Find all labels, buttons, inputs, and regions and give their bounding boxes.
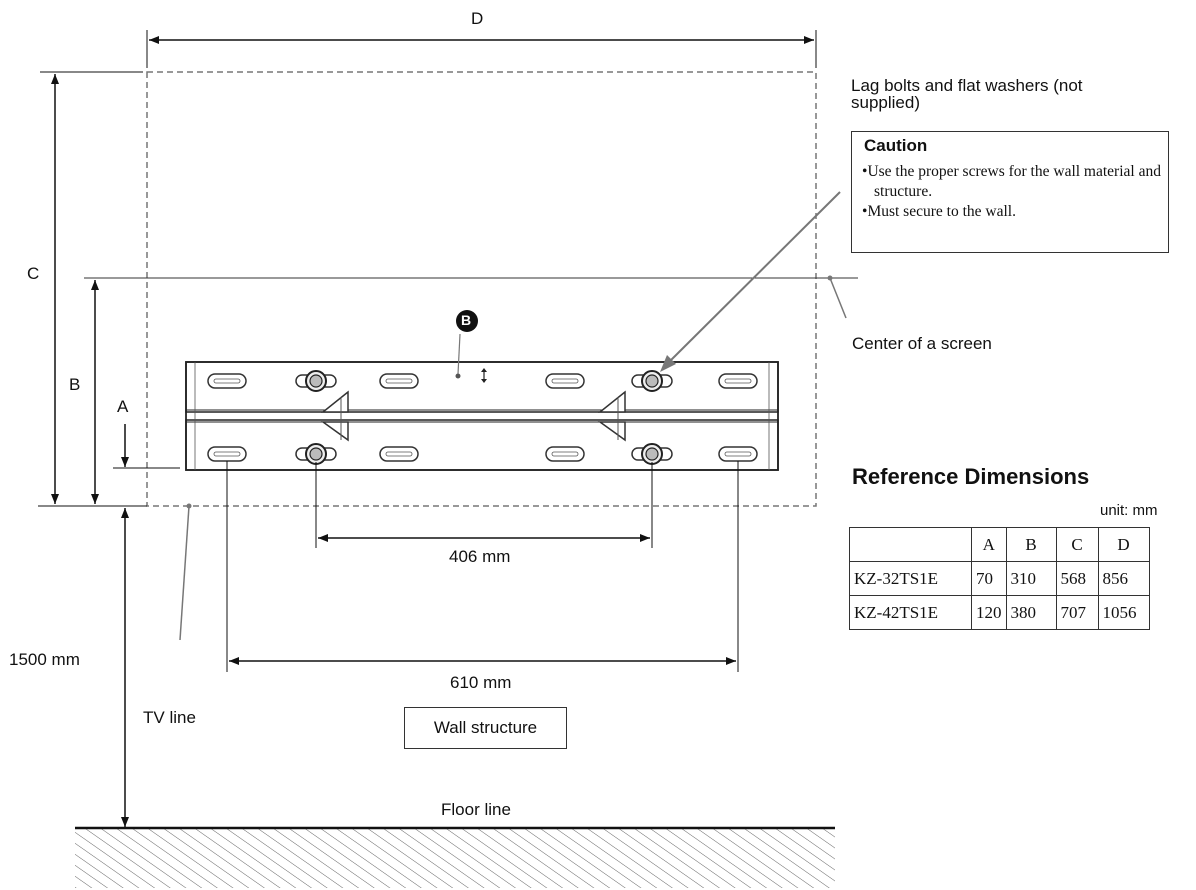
tv-outline [146, 71, 817, 507]
dim-a-label: A [117, 397, 129, 416]
table-cell: 70 [971, 561, 1007, 596]
spacing-406-label: 406 mm [449, 547, 511, 566]
table-cell: 120 [971, 595, 1007, 630]
table-row: KZ-32TS1E 70 310 568 856 [849, 561, 1150, 596]
dim-d-label: D [471, 9, 484, 28]
spacing-610-label: 610 mm [450, 673, 512, 692]
table-cell: 856 [1097, 561, 1150, 596]
center-screen-label: Center of a screen [852, 334, 992, 353]
reference-title: Reference Dimensions [852, 464, 1090, 489]
reference-table: A B C D KZ-32TS1E 70 310 568 856 KZ-42TS… [849, 527, 1150, 630]
floor-hatch [75, 828, 835, 888]
height-label: 1500 mm [9, 650, 80, 669]
dim-b-label: B [69, 375, 81, 394]
table-header-cell: A [971, 527, 1007, 562]
wall-structure-label: Wall structure [433, 718, 538, 737]
table-header-cell [849, 527, 972, 562]
table-cell: 380 [1005, 595, 1057, 630]
table-header-row: A B C D [849, 527, 1150, 562]
table-cell: 310 [1005, 561, 1057, 596]
table-header-cell: B [1005, 527, 1057, 562]
unit-label: unit: mm [1100, 502, 1158, 519]
table-cell: KZ-32TS1E [849, 561, 972, 596]
table-header-cell: C [1055, 527, 1099, 562]
table-cell: KZ-42TS1E [849, 595, 972, 630]
part-b-label: B [461, 312, 472, 328]
caution-list: Use the proper screws for the wall mater… [862, 162, 1174, 222]
dim-c-label: C [27, 264, 40, 283]
caution-box: Caution Use the proper screws for the wa… [851, 131, 1169, 253]
caution-item: Must secure to the wall. [862, 202, 1174, 222]
caution-item: Use the proper screws for the wall mater… [862, 162, 1174, 202]
floor-line-label: Floor line [441, 800, 511, 819]
lag-bolt-leader [662, 191, 841, 369]
part-b-marker [456, 310, 478, 332]
table-row: KZ-42TS1E 120 380 707 1056 [849, 595, 1150, 630]
wall-bracket [185, 361, 779, 471]
table-cell: 568 [1055, 561, 1099, 596]
wall-structure-box: Wall structure [404, 707, 567, 749]
tv-line-label: TV line [143, 708, 196, 727]
lag-bolts-label: Lag bolts and flat washers (not supplied… [851, 76, 1083, 112]
table-cell: 707 [1055, 595, 1099, 630]
table-header-cell: D [1097, 527, 1150, 562]
table-cell: 1056 [1097, 595, 1150, 630]
caution-title: Caution [864, 136, 928, 155]
